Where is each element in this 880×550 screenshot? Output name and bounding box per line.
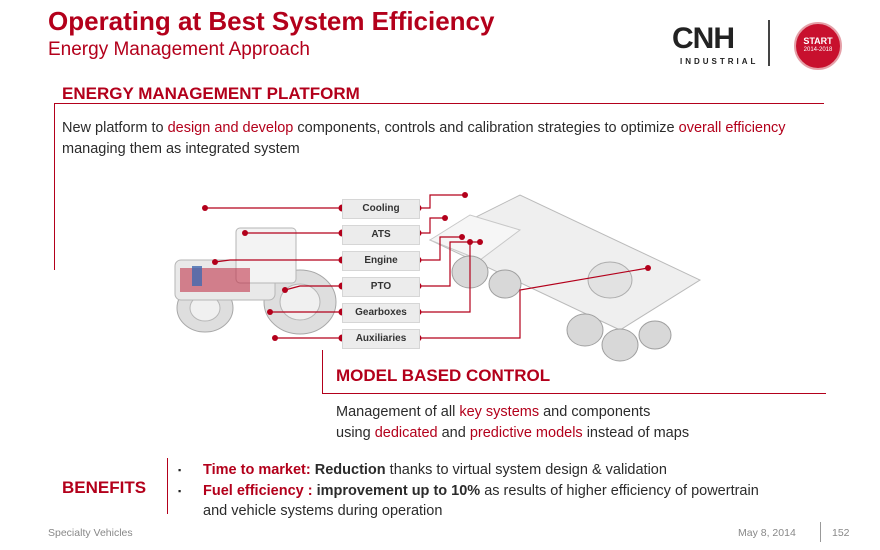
benefit-label: Time to market: <box>203 462 311 478</box>
component-engine: Engine <box>342 251 420 271</box>
model-text: instead of maps <box>582 425 690 441</box>
platform-description: New platform to design and develop compo… <box>62 118 822 160</box>
footer-date: May 8, 2014 <box>738 527 796 539</box>
logo-divider <box>768 20 770 66</box>
platform-highlight: design and develop <box>167 120 294 136</box>
page-number: 152 <box>832 527 850 539</box>
connector-lines <box>205 194 649 339</box>
page-title: Operating at Best System Efficiency <box>48 6 495 36</box>
start-seal-logo: START 2014-2018 <box>794 22 842 70</box>
model-text: Management of all <box>336 404 460 420</box>
model-vertical-rule <box>322 350 323 394</box>
platform-rule <box>54 103 824 104</box>
benefit-label: Fuel efficiency : <box>203 483 313 499</box>
component-ats: ATS <box>342 225 420 245</box>
benefit-rest: as results of higher efficiency of power… <box>480 483 759 499</box>
benefits-rule <box>167 458 168 514</box>
model-text: and <box>437 425 470 441</box>
platform-text: New platform to <box>62 120 168 136</box>
model-highlight: dedicated <box>374 425 438 441</box>
footer-divider <box>820 522 821 542</box>
benefit-item-continuation: and vehicle systems during operation <box>203 503 443 519</box>
benefit-item-time-to-market: Time to market: Reduction thanks to virt… <box>203 460 667 480</box>
tractor-illustration <box>174 227 337 335</box>
platform-heading: ENERGY MANAGEMENT PLATFORM <box>62 84 360 103</box>
model-description: Management of all key systems and compon… <box>336 402 796 444</box>
platform-vertical-rule <box>54 103 55 270</box>
platform-text: managing them as integrated system <box>62 141 300 157</box>
component-pto: PTO <box>342 277 420 297</box>
component-cooling: Cooling <box>342 199 420 219</box>
seal-years: 2014-2018 <box>803 47 833 53</box>
component-auxiliaries: Auxiliaries <box>342 329 420 349</box>
platform-text: components, controls and calibration str… <box>293 120 679 136</box>
benefit-strong: Reduction <box>314 462 386 478</box>
model-text: and components <box>539 404 651 420</box>
page-subtitle: Energy Management Approach <box>48 39 310 60</box>
seal-title: START <box>803 36 833 46</box>
benefit-rest: thanks to virtual system design & valida… <box>385 462 667 478</box>
benefit-item-fuel-efficiency: Fuel efficiency : improvement up to 10% … <box>203 481 759 501</box>
cnh-industrial-logo: CNH INDUSTRIAL <box>672 22 755 70</box>
logo-subtext: INDUSTRIAL <box>680 57 759 66</box>
model-heading: MODEL BASED CONTROL <box>336 366 551 385</box>
model-rule <box>322 393 826 394</box>
footer-division: Specialty Vehicles <box>48 527 133 539</box>
model-highlight: predictive models <box>469 425 583 441</box>
component-gearboxes: Gearboxes <box>342 303 420 323</box>
platform-highlight: overall efficiency <box>678 120 786 136</box>
model-highlight: key systems <box>459 404 540 420</box>
model-line-1: Management of all key systems and compon… <box>336 402 796 423</box>
vehicle-systems-diagram <box>174 192 702 362</box>
bullet-icon: ▪ <box>178 486 182 496</box>
benefits-heading: BENEFITS <box>62 478 147 497</box>
benefit-strong: improvement up to 10% <box>316 483 481 499</box>
model-text: using <box>336 425 375 441</box>
model-line-2: using dedicated and predictive models in… <box>336 423 796 444</box>
logo-wordmark: CNH <box>672 22 735 55</box>
bullet-icon: ▪ <box>178 465 182 475</box>
